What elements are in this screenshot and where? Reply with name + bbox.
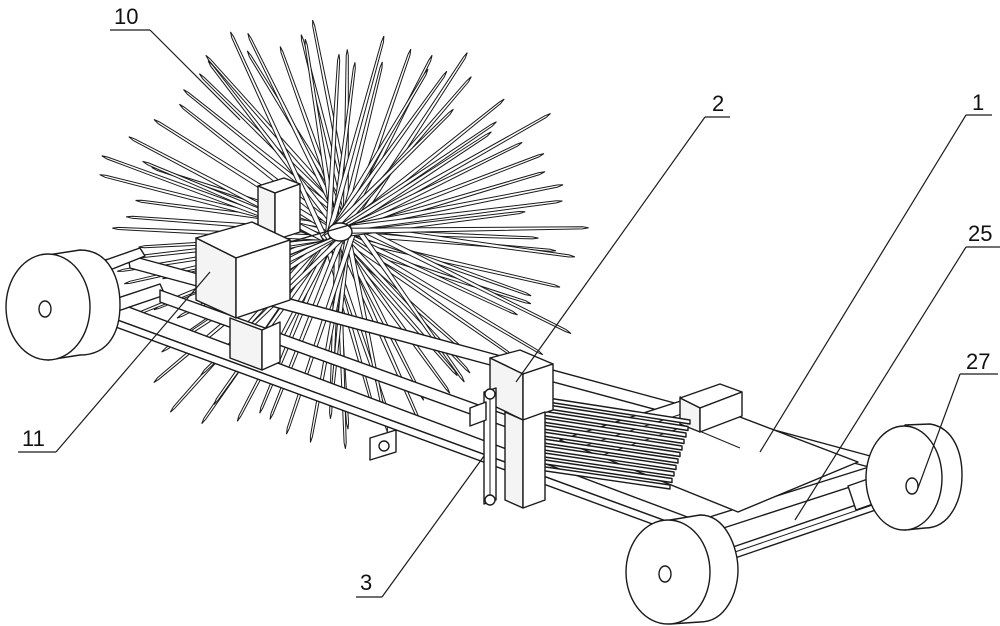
label-2: 2: [712, 91, 724, 116]
tine: [333, 76, 472, 236]
callout-11: 11: [18, 271, 211, 453]
callout-2: 2: [515, 91, 730, 383]
label-1: 1: [972, 90, 984, 115]
label-11: 11: [22, 426, 45, 451]
callout-1: 1: [759, 90, 992, 453]
tine: [320, 108, 454, 242]
callout-3: 3: [356, 455, 485, 598]
callout-27: 27: [917, 349, 998, 489]
motor-housing: [195, 177, 301, 371]
label-10: 10: [114, 4, 138, 29]
right-front-wheel: [625, 514, 739, 625]
label-25: 25: [968, 221, 992, 246]
tine: [355, 184, 564, 229]
right-rear-wheel: [865, 423, 963, 531]
label-27: 27: [966, 349, 990, 374]
wheel-shaft: [289, 221, 361, 243]
chain-drive: [369, 349, 554, 509]
roller-conveyor: [517, 397, 691, 490]
tine: [342, 226, 589, 234]
left-wheel: [5, 249, 121, 361]
callout-10: 10: [110, 4, 241, 121]
label-3: 3: [360, 570, 372, 595]
tine: [349, 200, 563, 231]
callout-25: 25: [794, 221, 1000, 521]
tine-hub: [327, 222, 353, 242]
